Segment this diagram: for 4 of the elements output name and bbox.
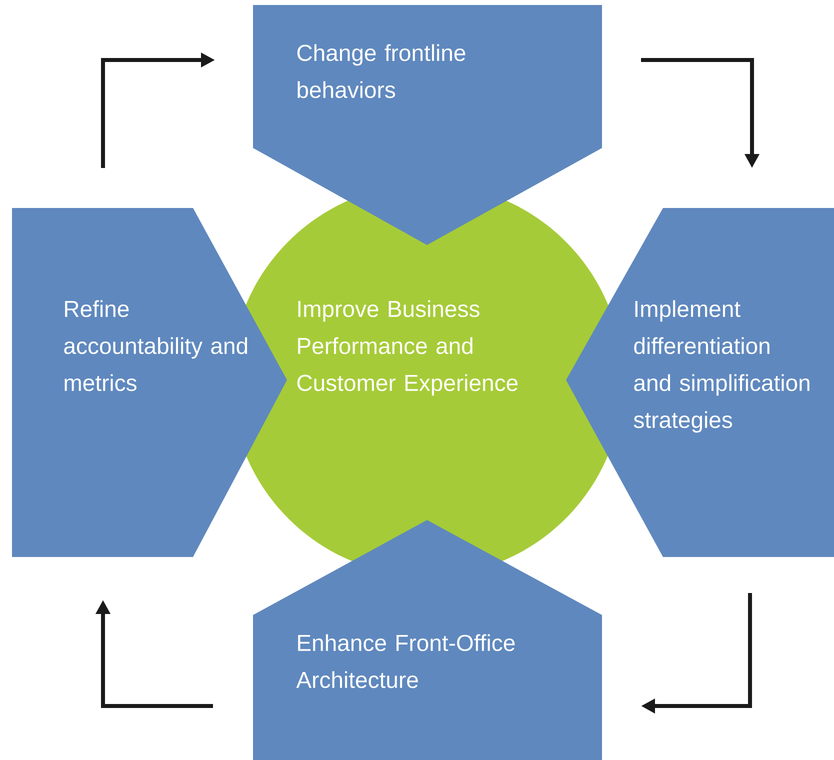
hexagon-box: Refine accountability and metrics <box>12 208 287 557</box>
pentagon-box: Enhance Front-Office Architecture <box>253 520 602 760</box>
hexagon-box: Implement differentiation and simplification strategies <box>566 208 834 557</box>
pentagon-box: Change frontline behaviors <box>253 5 602 245</box>
